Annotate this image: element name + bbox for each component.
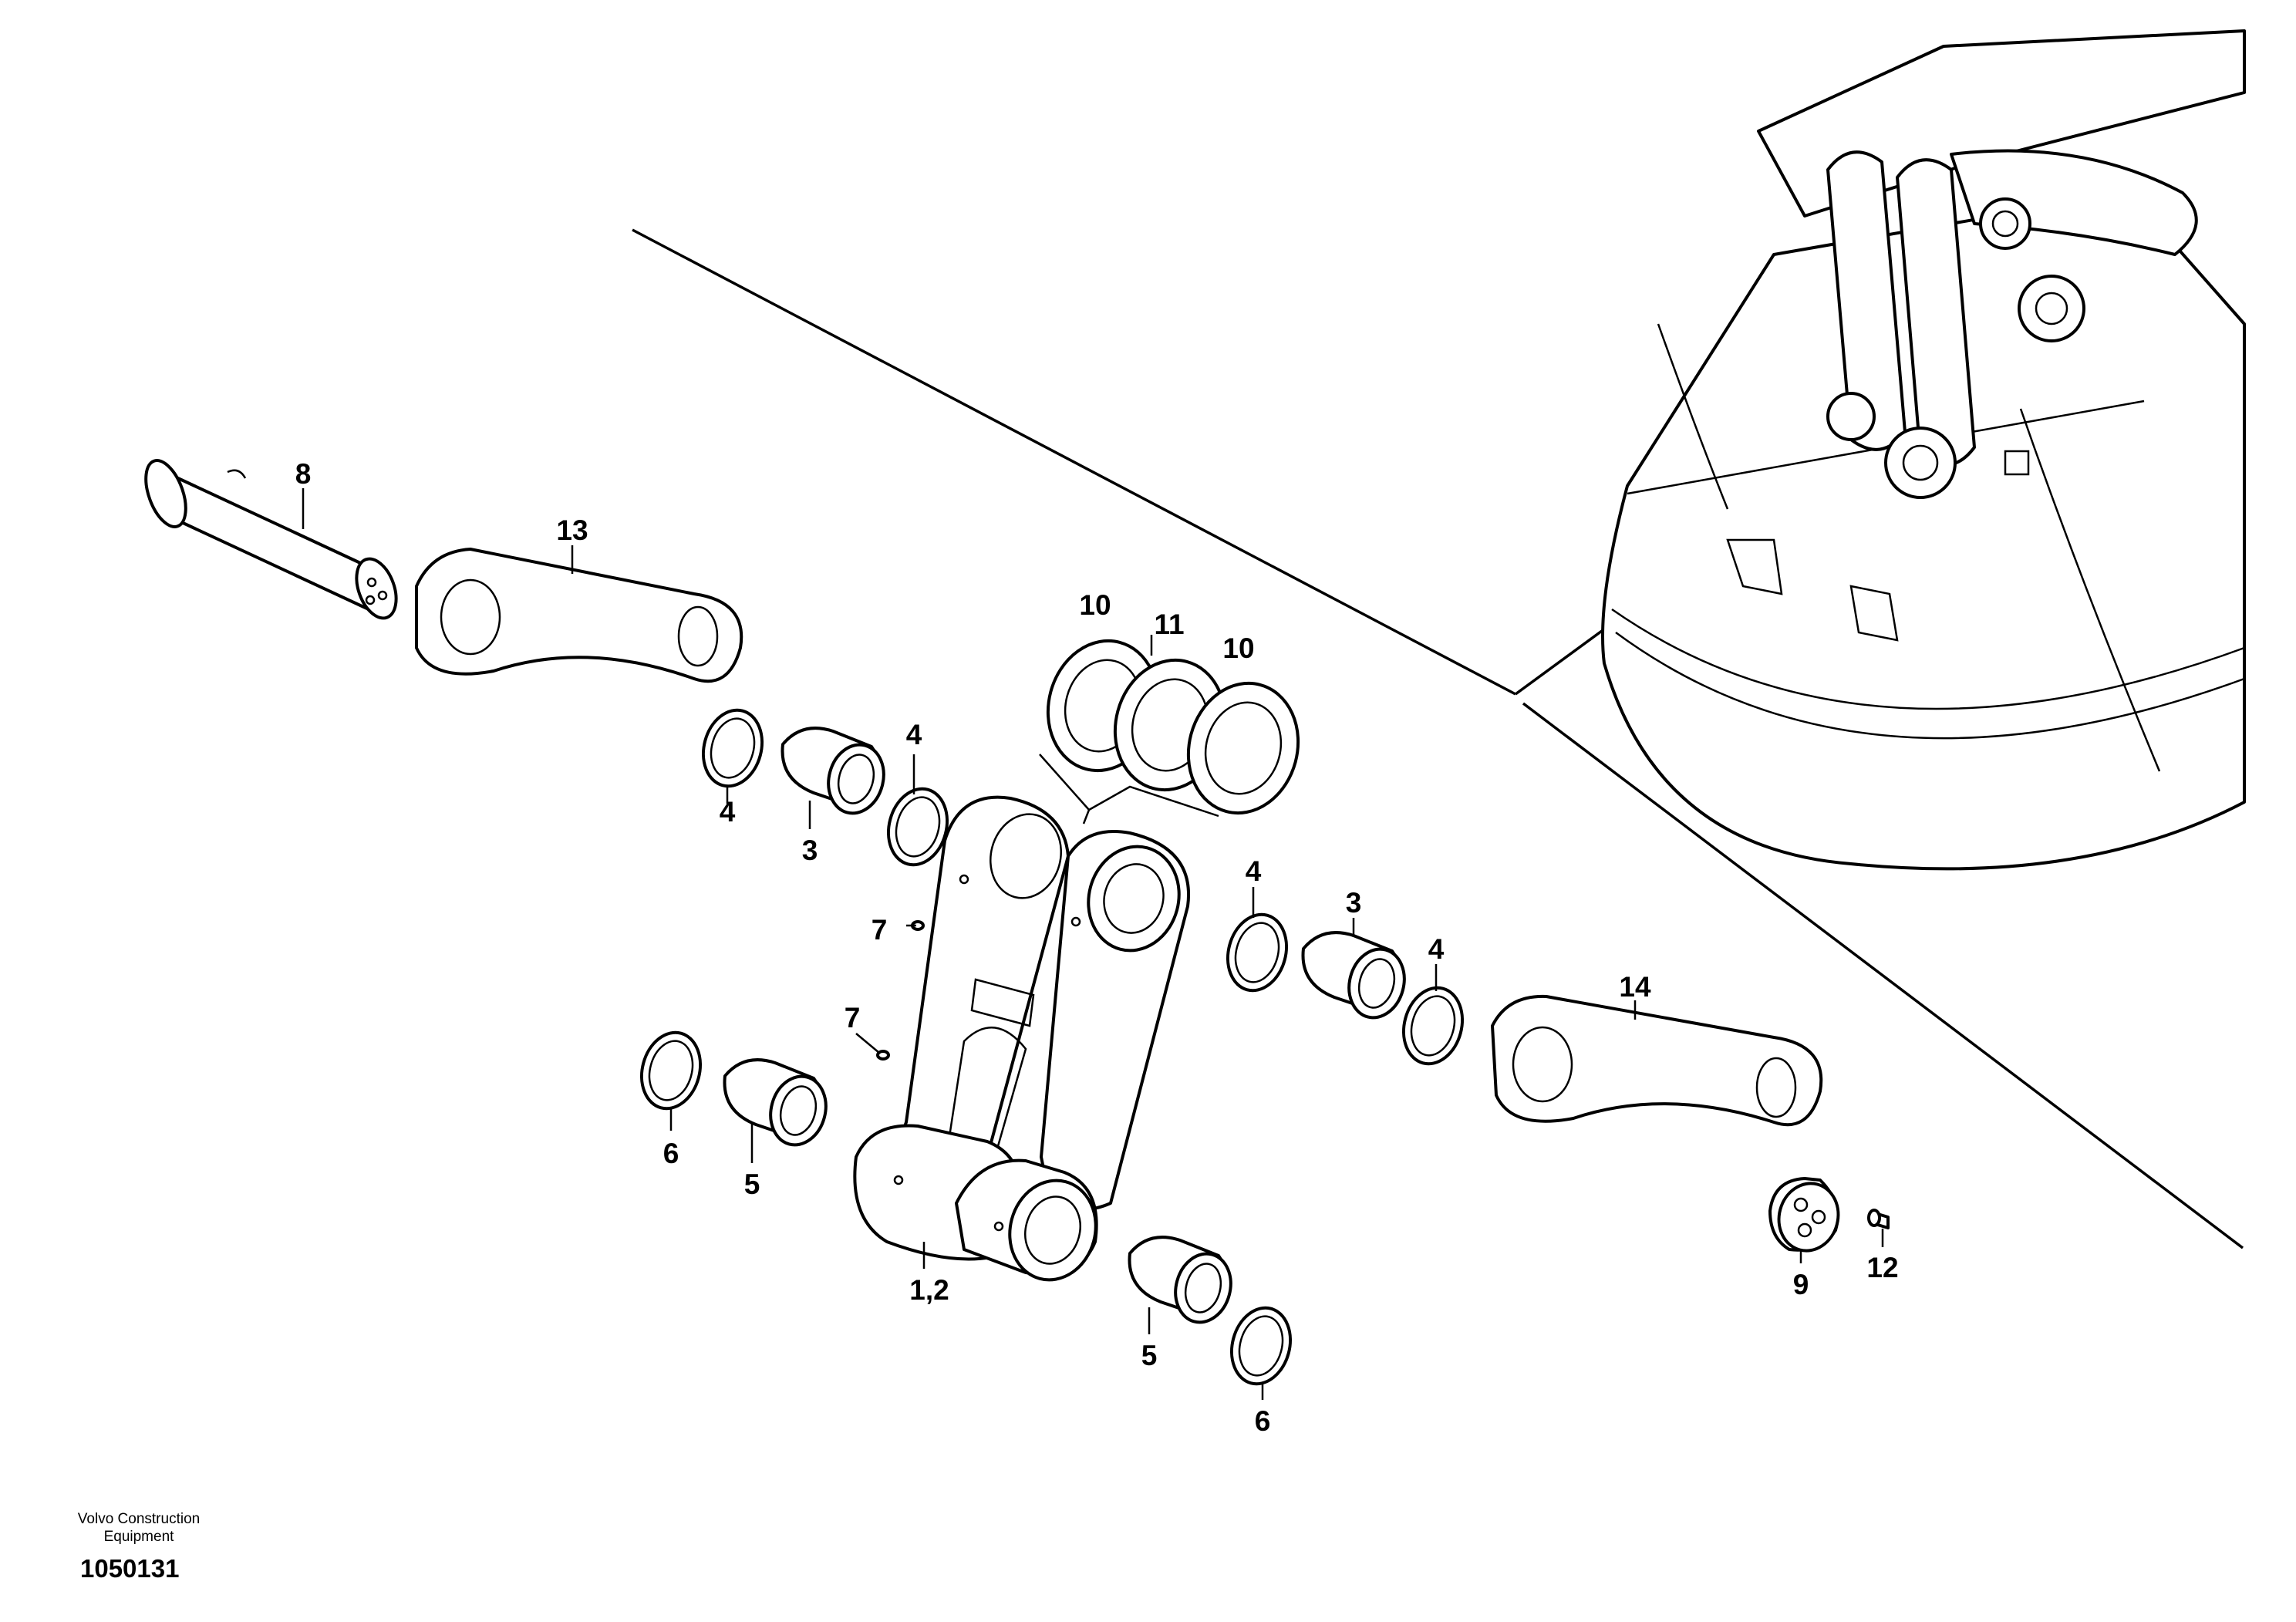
callout-4-upper-right-outer: 4 [1246,855,1262,887]
callout-4-upper-left-outer: 4 [720,796,736,828]
screw-part-12 [1867,1209,1890,1229]
pin-part-8 [144,459,398,620]
callout-8: 8 [295,458,312,490]
seal-rings [639,708,1465,1386]
callout-6-left: 6 [663,1138,679,1169]
callout-13: 13 [556,514,588,546]
callout-1-2: 1,2 [909,1274,949,1306]
leader-lines [302,488,1884,1400]
callout-12: 12 [1866,1252,1898,1283]
grease-nipples-part-7 [876,920,925,1061]
company-name: Volvo Construction Equipment [62,1510,216,1546]
bushings [723,727,1406,1324]
callout-labels: 8 13 10 11 10 4 3 4 7 7 6 5 1,2 4 3 4 5 … [295,458,1899,1437]
callout-4-upper-right-inner: 4 [1428,933,1445,965]
callout-14: 14 [1619,971,1651,1003]
callout-5-right: 5 [1141,1340,1158,1371]
shims-parts-10-11 [1046,639,1300,815]
drawing-number: 1050131 [80,1554,180,1583]
company-name-line2: Equipment [103,1529,174,1545]
callout-10-right: 10 [1222,632,1254,664]
end-plate-part-9 [1768,1177,1840,1253]
callout-7-upper: 7 [872,914,888,946]
callout-10-left: 10 [1079,589,1111,621]
callout-3-left: 3 [802,835,818,866]
company-name-line1: Volvo Construction [77,1511,201,1527]
callout-9: 9 [1793,1269,1809,1300]
callout-7-lower: 7 [845,1002,861,1034]
callout-5-left: 5 [744,1168,760,1200]
link-plate-part-14 [1491,994,1823,1127]
link-plate-part-13 [415,548,743,683]
callout-4-upper-left-inner: 4 [906,719,922,750]
link-assembly-part-1-2 [853,795,1190,1282]
bucket-assembly-illustration [1601,29,2246,871]
callout-11: 11 [1154,609,1184,640]
callout-6-right: 6 [1255,1405,1271,1437]
callout-3-right: 3 [1346,887,1362,919]
